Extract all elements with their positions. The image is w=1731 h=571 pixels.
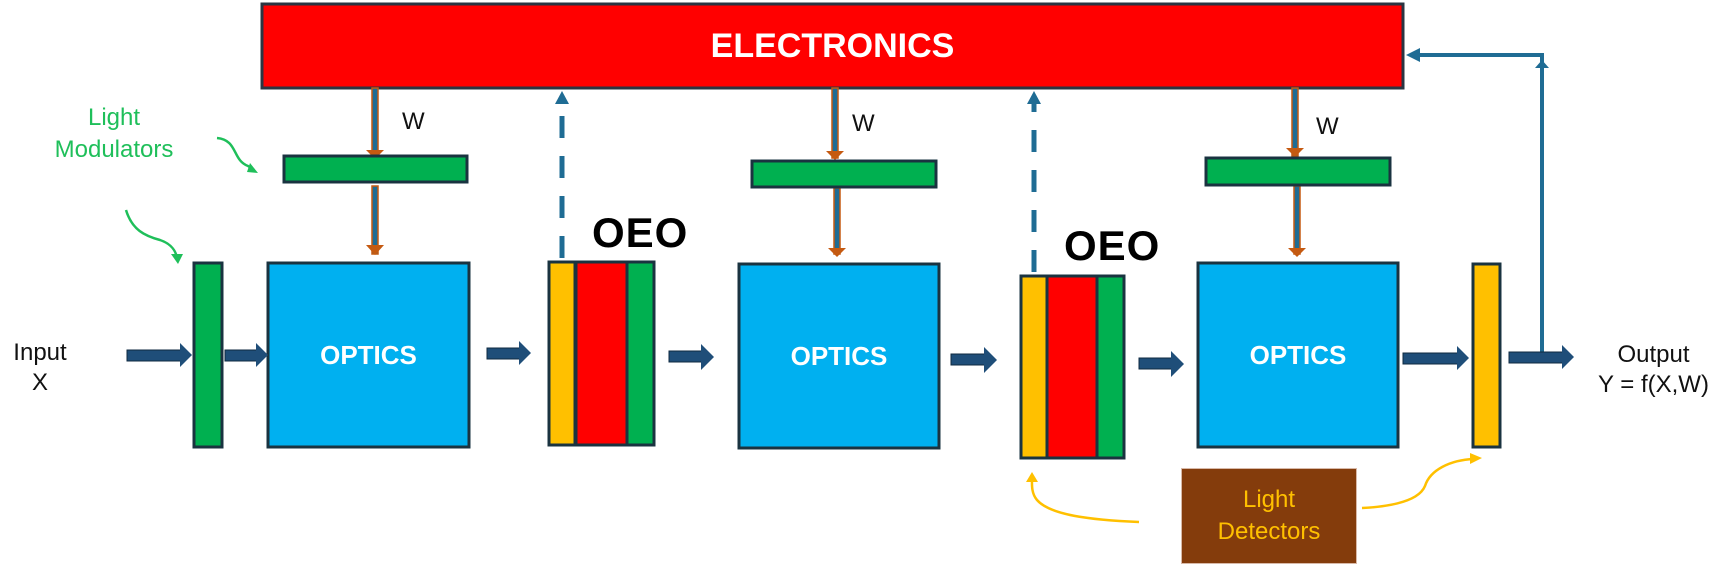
oeo-label-2: OEO: [1064, 222, 1161, 269]
light-detectors-label: Light Detectors: [1181, 468, 1357, 564]
light-detectors-line2: Detectors: [1217, 518, 1321, 545]
modulator-pointer-1: [216, 136, 255, 172]
weight-modulator-3: [1204, 156, 1392, 187]
weight-modulator-1: [282, 154, 469, 184]
weight-label-2: W: [852, 110, 875, 137]
electronics-block: [260, 2, 1405, 90]
optics-block-2: [737, 262, 941, 450]
arrow-modulator-to-optics1: [224, 343, 268, 367]
oeo-1-detector: [547, 260, 577, 447]
electronics-label: ELECTRONICS: [710, 26, 955, 65]
arrow-detector-to-output: [1508, 345, 1574, 369]
weight-arrow-3: [1286, 87, 1306, 257]
input-label: Input X: [0, 338, 80, 398]
weight-label-1: W: [402, 108, 425, 135]
optics-label-2: OPTICS: [790, 340, 888, 371]
oeo-2-electronics: [1045, 274, 1099, 460]
oeo-1-electronics: [574, 260, 629, 447]
detector-pointer-1: [1030, 476, 1140, 524]
oeo-block-2: [1019, 274, 1126, 460]
arrow-optics1-to-oeo1: [486, 341, 531, 365]
output-label-line2: Y = f(X,W): [1598, 371, 1709, 398]
output-label: Output Y = f(X,W): [1576, 340, 1731, 400]
input-label-line1: Input: [13, 339, 67, 366]
oeo-2-detector: [1019, 274, 1049, 460]
modulator-pointer-2-head: [171, 254, 183, 264]
signal-arrows: [126, 341, 1574, 377]
optics-block-3: [1196, 261, 1400, 449]
oeo-block-1: [547, 260, 656, 447]
light-modulators-line1: Light: [87, 104, 141, 131]
modulator-pointer-2: [124, 209, 179, 259]
weight-label-3: W: [1316, 113, 1339, 140]
detector-pointer-1-head: [1026, 472, 1038, 482]
light-modulators-label: Light Modulators: [24, 102, 204, 166]
input-label-line2: X: [31, 369, 48, 396]
arrow-optics3-to-detector: [1402, 346, 1469, 370]
detector-pointer-2: [1361, 457, 1475, 510]
output-feedback-line: [1406, 48, 1549, 357]
weight-modulator-2: [750, 159, 938, 189]
output-label-line1: Output: [1617, 341, 1690, 368]
light-modulators-line2: Modulators: [54, 136, 174, 163]
arrow-oeo2-to-optics3: [1138, 351, 1184, 377]
oeo-label-1: OEO: [592, 209, 689, 256]
light-detectors-line1: Light: [1242, 486, 1296, 513]
arrow-optics2-to-oeo2: [950, 347, 997, 373]
modulator-pointer-1-head: [247, 163, 258, 173]
optics-label-3: OPTICS: [1249, 339, 1347, 370]
output-detector: [1471, 262, 1502, 449]
arrow-oeo1-to-optics2: [668, 344, 714, 370]
feedback-dashed-1: [555, 91, 569, 258]
feedback-dashed-2: [1027, 91, 1041, 272]
arrow-input-to-modulator: [126, 343, 192, 367]
oeo-1-modulator: [625, 260, 656, 447]
oeo-2-modulator: [1095, 274, 1126, 460]
detector-pointer-2-head: [1470, 453, 1482, 464]
input-modulator: [192, 261, 224, 449]
optics-label-1: OPTICS: [320, 339, 417, 370]
